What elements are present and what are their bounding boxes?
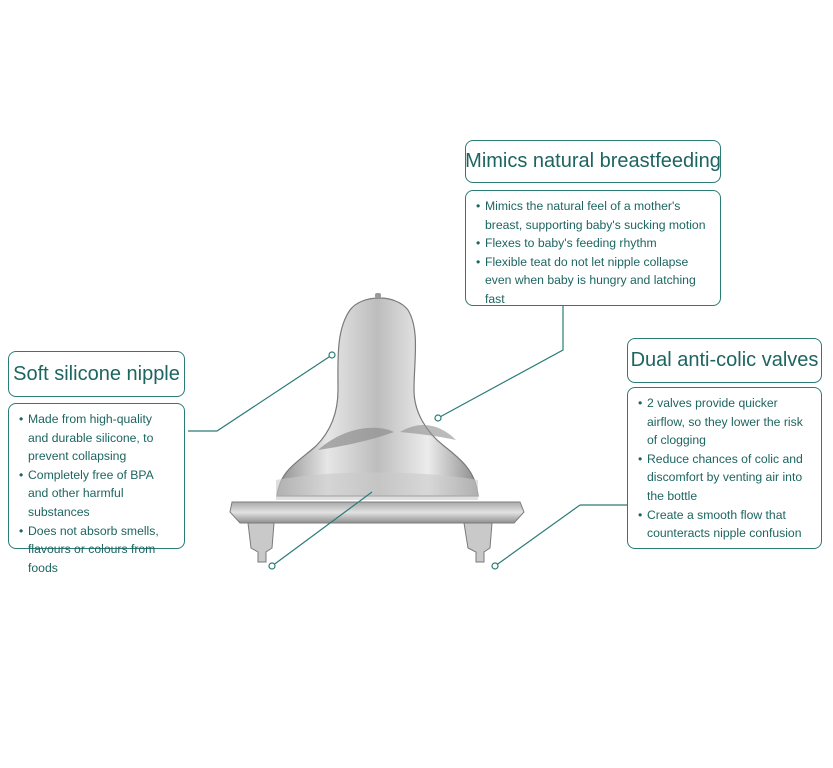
silicone-point-3: Does not absorb smells, flavours or colo… xyxy=(19,522,174,578)
mimics-title: Mimics natural breastfeeding xyxy=(465,150,721,172)
mimics-pointer-dot xyxy=(434,414,442,422)
mimics-point-3: Flexible teat do not let nipple collapse… xyxy=(476,253,710,309)
valves-point-2: Reduce chances of colic and discomfort b… xyxy=(638,450,811,506)
nipple-teat xyxy=(276,297,479,497)
silicone-title-box: Soft silicone nipple xyxy=(8,351,185,397)
valves-feature-list: 2 valves provide quicker airflow, so the… xyxy=(627,387,822,549)
valves-point-3: Create a smooth flow that counteracts ni… xyxy=(638,506,811,543)
valve-left-pointer-dot xyxy=(268,562,276,570)
mimics-feature-list: Mimics the natural feel of a mother's br… xyxy=(465,190,721,306)
silicone-pointer-dot xyxy=(328,351,336,359)
mimics-point-2: Flexes to baby's feeding rhythm xyxy=(476,234,710,253)
silicone-point-2: Completely free of BPA and other harmful… xyxy=(19,466,174,522)
nipple-flange xyxy=(229,501,525,524)
silicone-leader-line xyxy=(188,354,333,432)
mimics-leader-line xyxy=(437,306,564,419)
valves-point-1: 2 valves provide quicker airflow, so the… xyxy=(638,394,811,450)
valve-right-pointer-dot xyxy=(491,562,499,570)
mimics-point-1: Mimics the natural feel of a mother's br… xyxy=(476,197,710,234)
silicone-feature-list: Made from high-quality and durable silic… xyxy=(8,403,185,575)
right-valve xyxy=(463,522,493,563)
left-valve xyxy=(247,522,275,563)
mimics-title-box: Mimics natural breastfeeding xyxy=(465,140,721,183)
silicone-point-1: Made from high-quality and durable silic… xyxy=(19,410,174,466)
valves-leader-line-left xyxy=(271,491,373,567)
silicone-title: Soft silicone nipple xyxy=(13,362,180,385)
valves-title: Dual anti-colic valves xyxy=(630,349,819,371)
valves-title-box: Dual anti-colic valves xyxy=(627,338,822,383)
valves-leader-line-right xyxy=(494,504,581,567)
